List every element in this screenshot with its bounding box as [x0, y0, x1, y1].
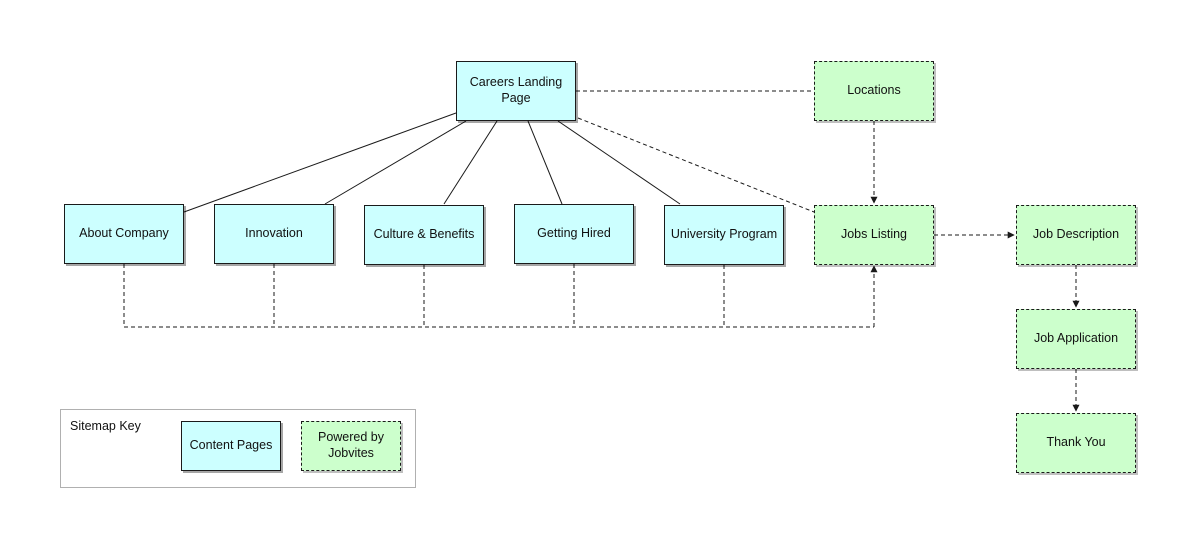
node-thank-you-label: Thank You: [1046, 435, 1106, 450]
link-content-pages-bus: [123, 264, 874, 328]
node-careers-landing-label: Careers Landing Page: [469, 75, 563, 105]
legend-content-pages-label: Content Pages: [189, 438, 273, 453]
node-university-program-label: University Program: [670, 227, 778, 242]
node-job-application-label: Job Application: [1033, 331, 1119, 346]
link-landing-getting-hired: [527, 120, 563, 205]
node-about-company: About Company: [64, 204, 184, 264]
node-job-description-label: Job Description: [1032, 227, 1120, 242]
node-job-description: Job Description: [1016, 205, 1136, 265]
node-jobs-listing-label: Jobs Listing: [840, 227, 907, 242]
legend-content-pages: Content Pages: [181, 421, 281, 471]
node-culture-benefits: Culture & Benefits: [364, 205, 484, 265]
node-careers-landing: Careers Landing Page: [456, 61, 576, 121]
link-landing-university: [557, 120, 681, 205]
link-landing-jobs-listing: [577, 117, 815, 213]
link-landing-about: [183, 112, 457, 213]
link-landing-innovation: [324, 120, 467, 205]
node-locations-label: Locations: [847, 83, 901, 98]
legend-powered-by-label: Powered by Jobvites: [317, 430, 384, 460]
sitemap-key-title: Sitemap Key: [70, 419, 141, 433]
node-getting-hired: Getting Hired: [514, 204, 634, 264]
node-university-program: University Program: [664, 205, 784, 265]
node-locations: Locations: [814, 61, 934, 121]
node-innovation: Innovation: [214, 204, 334, 264]
node-culture-benefits-label: Culture & Benefits: [373, 227, 475, 242]
node-jobs-listing: Jobs Listing: [814, 205, 934, 265]
node-thank-you: Thank You: [1016, 413, 1136, 473]
node-getting-hired-label: Getting Hired: [537, 226, 611, 241]
node-job-application: Job Application: [1016, 309, 1136, 369]
node-innovation-label: Innovation: [245, 226, 303, 241]
node-about-company-label: About Company: [79, 226, 169, 241]
legend-powered-by-jobvites: Powered by Jobvites: [301, 421, 401, 471]
link-landing-culture: [443, 120, 498, 205]
